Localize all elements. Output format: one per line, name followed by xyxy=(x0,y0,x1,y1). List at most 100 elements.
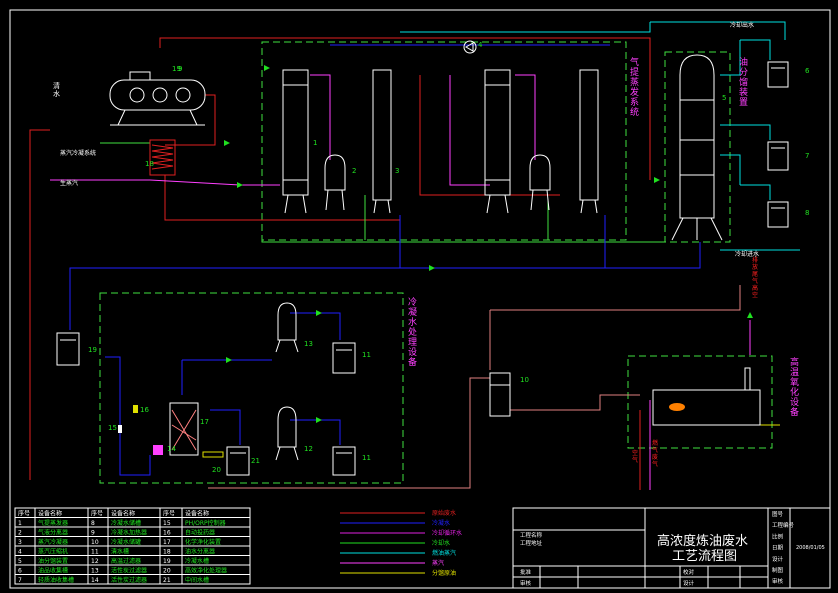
table-cell: 气提蒸发器 xyxy=(38,519,68,527)
legend-label: 燃油蒸汽 xyxy=(432,549,456,557)
tb-right-label: 图号 xyxy=(772,510,784,518)
pipe-raw-top xyxy=(159,37,651,180)
equip-number: 7 xyxy=(805,152,809,160)
equip-11a-tank xyxy=(332,342,356,374)
table-cell: 3 xyxy=(18,539,22,546)
equip-21-tank xyxy=(226,446,250,476)
tb-left-label: 工程地址 xyxy=(520,539,543,547)
vlabel-system_cold: 冷凝水处理设备 xyxy=(408,296,417,368)
table-cell: PH/ORP控制器 xyxy=(185,519,226,527)
equip-4-compressor xyxy=(463,40,477,54)
pipe-oil-6 xyxy=(740,39,771,60)
equip-number: 14 xyxy=(167,445,176,453)
table-cell: 自动投药器 xyxy=(185,529,215,537)
table-cell: 冷凝水储槽 xyxy=(111,519,141,527)
pipe-burn-out xyxy=(759,395,780,426)
title-line1: 高浓度炼油废水 xyxy=(657,533,748,549)
equip-number: 4 xyxy=(478,41,483,49)
pipe-oil-top xyxy=(720,40,741,76)
equip-number: 3 xyxy=(395,167,399,175)
table-cell: 中间水槽 xyxy=(185,576,209,584)
label-raw-steam: 生蒸汽 xyxy=(60,179,78,187)
vlabel-exhaust: 排放尾气高空 xyxy=(752,256,758,299)
equip-2b-separator xyxy=(529,154,551,211)
equip-18-tank xyxy=(109,71,206,126)
pipe-back xyxy=(208,377,490,489)
tb-left-label: 工程名称 xyxy=(520,531,543,539)
tb-right-label: 制图 xyxy=(772,566,784,574)
table-header-cell: 设备名称 xyxy=(38,510,62,518)
equip-number: 21 xyxy=(251,457,260,465)
table-cell: 20 xyxy=(163,568,171,575)
table-cell: 6 xyxy=(18,568,22,575)
tb-bottom-label: 校对 xyxy=(683,568,695,576)
pipe-10-burn xyxy=(510,394,640,411)
tb-right-label: 审核 xyxy=(772,577,784,585)
table-cell: 冷凝水槽 xyxy=(185,557,209,565)
tb-right-label: 比例 xyxy=(772,532,784,540)
equip-number: 2 xyxy=(352,167,356,175)
pipe-cool-top xyxy=(400,22,651,33)
table-cell: 蒸汽压缩机 xyxy=(38,548,68,556)
pipe-steam-3 xyxy=(449,75,490,186)
table-header-cell: 设备名称 xyxy=(185,510,209,518)
tb-right-label: 设计 xyxy=(772,555,784,563)
equip-19-tank xyxy=(56,332,80,366)
box-oil-system xyxy=(664,51,731,243)
equip-1-evaporator xyxy=(282,69,309,214)
table-cell: 15 xyxy=(163,520,171,527)
equip-12-filter xyxy=(275,406,299,461)
table-cell: 化学净化装置 xyxy=(185,538,221,546)
title-block xyxy=(512,507,831,589)
pipe-oil-low xyxy=(720,154,741,185)
equip-number: 9 xyxy=(178,65,182,73)
equip-2-separator xyxy=(324,154,346,211)
table-cell: 11 xyxy=(91,549,99,556)
tb-date: 2008/01/05 xyxy=(796,545,825,551)
vertical-labels: 气提蒸发系统油分馏装置冷凝水处理设备高温氧化设备排放尾气高空空气燃气废气清水 xyxy=(53,56,799,468)
equip-number: 20 xyxy=(212,466,221,474)
box-cold-system xyxy=(99,292,404,484)
tb-right-label: 工程编号 xyxy=(772,521,795,529)
table-cell: 10 xyxy=(91,539,99,546)
equip-burner xyxy=(652,367,761,426)
equip-3b-condenser xyxy=(579,69,599,214)
table-cell: 活性炭过滤器 xyxy=(111,576,147,584)
pipe-raw-left xyxy=(29,129,50,480)
pipe-cond-in xyxy=(105,356,121,420)
table-header-cell: 序号 xyxy=(163,510,175,518)
legend-label: 冷凝水 xyxy=(432,519,450,527)
tb-bottom-label: 审核 xyxy=(520,579,532,587)
equip-7-tank xyxy=(767,141,789,171)
equip-number: 6 xyxy=(805,67,810,75)
label-cool-in: 冷却进水 xyxy=(735,250,759,258)
legend-label: 蒸汽 xyxy=(432,559,444,567)
vlabel-system_burn: 高温氧化设备 xyxy=(790,356,799,418)
table-cell: 油水分离器 xyxy=(185,548,215,556)
legend-label: 冷却循环水 xyxy=(432,529,462,537)
table-header-cell: 序号 xyxy=(91,510,103,518)
pipe-steam-2 xyxy=(310,74,331,160)
legend-label: 分馏原油 xyxy=(432,569,456,577)
equip-number: 10 xyxy=(520,376,529,384)
equip-13-filter xyxy=(275,302,299,353)
equip-5-fractionator xyxy=(671,54,723,241)
equip-1b-evaporator xyxy=(484,69,511,214)
pipe-cond-main xyxy=(69,242,701,330)
table-cell: 12 xyxy=(91,558,99,565)
box-burn-system xyxy=(627,355,773,449)
equip-number: 17 xyxy=(200,418,209,426)
equip-number: 16 xyxy=(140,406,149,414)
equip-10-tank xyxy=(489,372,511,417)
table-cell: 14 xyxy=(91,577,99,584)
equip-3-condenser xyxy=(372,69,392,214)
equip-16-doser xyxy=(133,405,138,413)
equip-number: 18 xyxy=(145,160,154,168)
title-block-text: 工程名称工程地址批准审核校对设计图号工程编号比例日期设计制图审核2008/01/… xyxy=(520,510,825,587)
pipe-cond-low xyxy=(119,420,151,476)
pipe-12-11 xyxy=(290,419,341,445)
table-cell: 蒸汽冷凝器 xyxy=(38,538,68,546)
table-cell: 2 xyxy=(18,530,22,537)
